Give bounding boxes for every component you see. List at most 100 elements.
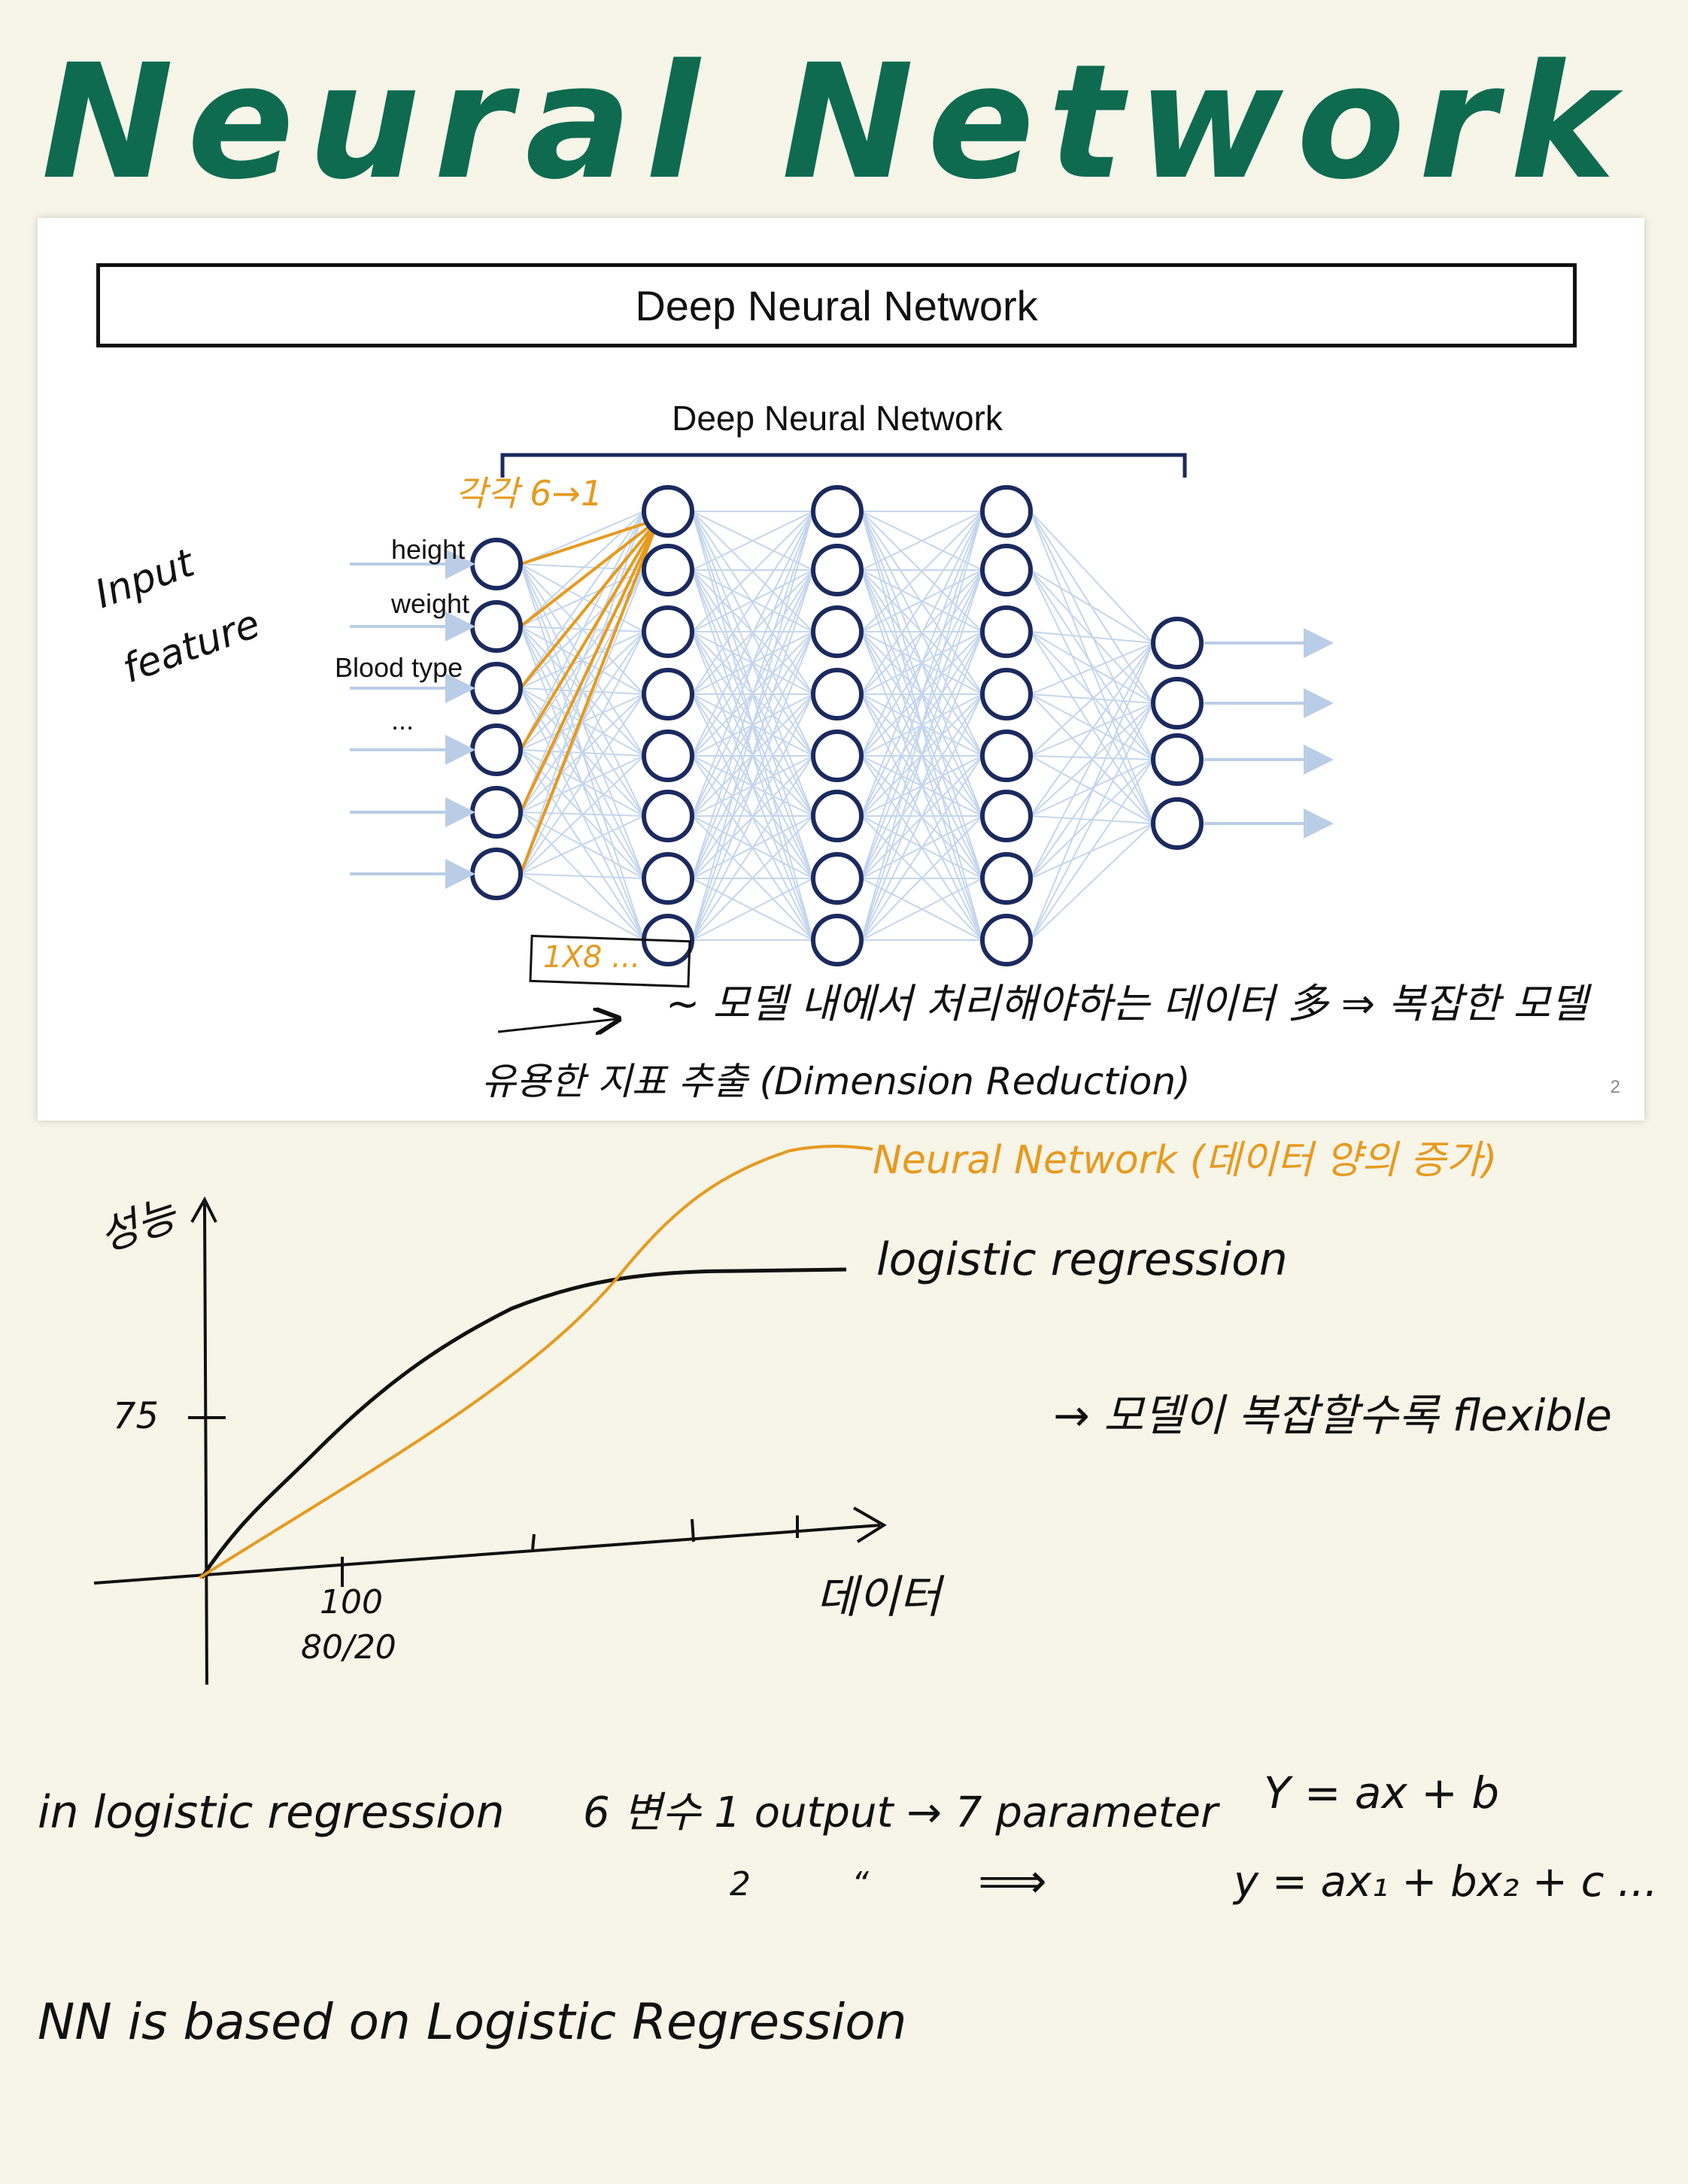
node-layer2-0 [811, 485, 864, 538]
edge-3-7-3 [1030, 823, 1154, 941]
edge-2-5-0 [861, 511, 983, 817]
edge-3-2-2 [1030, 631, 1154, 760]
graph-lr-label: logistic regression [876, 1233, 1288, 1286]
node-layer2-4 [811, 730, 864, 782]
node-layer3-6 [980, 852, 1033, 905]
note-complex-model: ~ 모델 내에서 처리해야하는 데이터 多 ⇒ 복잡한 모델 [666, 980, 1588, 1027]
graph-flexible-note: → 모델이 복잡할수록 flexible [1053, 1390, 1612, 1441]
edge-3-1-3 [1030, 569, 1154, 824]
annotation-arrow [497, 1019, 617, 1032]
y-axis-arrowhead [190, 1196, 217, 1223]
edge-1-4-0 [691, 511, 814, 757]
edge-2-7-1 [861, 569, 983, 941]
diagram-label: Deep Neural Network [672, 399, 1003, 438]
edge-2-4-0 [861, 511, 983, 757]
node-layer0-1 [470, 600, 523, 653]
graph-nn-label: Neural Network (데이터 양의 증가) [873, 1138, 1498, 1183]
highlight-edge-4 [519, 518, 660, 813]
edge-2-7-0 [861, 511, 983, 941]
slide-page-number: 2 [1610, 1077, 1620, 1097]
slide-header: Deep Neural Network [96, 263, 1577, 347]
bottom-line1-c: Y = ax + b [1264, 1767, 1500, 1818]
node-layer4-1 [1151, 677, 1204, 730]
note-1x8: 1X8 ... [543, 940, 641, 975]
x-tick-2 [531, 1533, 536, 1550]
edge-2-1-0 [861, 511, 983, 571]
edge-0-5-6 [520, 873, 645, 879]
node-layer1-1 [642, 544, 694, 596]
input-label-ellipsis: ... [391, 705, 414, 736]
bottom-line2-a: 2 “ [730, 1865, 914, 1903]
graph-x-tick-label-1: 100 [320, 1583, 383, 1621]
node-layer1-4 [642, 730, 694, 782]
edge-3-7-1 [1030, 702, 1154, 941]
y-axis [203, 1203, 208, 1685]
node-layer0-2 [470, 662, 523, 714]
edge-1-7-5 [691, 815, 814, 941]
edge-3-3-0 [1030, 642, 1154, 695]
node-layer3-5 [980, 790, 1033, 842]
edge-0-2-0 [520, 511, 645, 689]
edge-0-5-3 [520, 693, 645, 875]
node-layer4-0 [1151, 617, 1204, 669]
edge-3-7-0 [1030, 642, 1154, 941]
edge-3-0-0 [1030, 511, 1154, 644]
input-label-weight: weight [390, 588, 469, 619]
node-layer1-3 [642, 668, 694, 720]
node-layer1-5 [642, 790, 694, 842]
x-axis-arrowhead [853, 1506, 887, 1543]
edge-3-4-0 [1030, 642, 1154, 757]
edge-3-6-2 [1030, 759, 1154, 879]
node-layer2-7 [811, 914, 864, 966]
input-label-height: height [391, 534, 465, 565]
edge-3-4-2 [1030, 755, 1154, 760]
node-layer2-5 [811, 790, 864, 842]
node-layer1-6 [642, 852, 694, 905]
x-axis [93, 1524, 881, 1585]
edge-3-5-2 [1030, 759, 1154, 817]
node-layer3-0 [980, 485, 1033, 538]
edge-3-0-2 [1030, 511, 1154, 760]
highlight-edge-2 [519, 517, 660, 690]
graph-ylabel: 성능 [93, 1191, 183, 1262]
graph-x-tick-label-2: 80/20 [301, 1628, 396, 1667]
edge-1-7-3 [691, 693, 814, 941]
edge-0-5-0 [520, 511, 645, 875]
edge-1-7-2 [691, 631, 814, 941]
edge-2-7-3 [861, 693, 983, 941]
edge-2-7-4 [861, 755, 983, 941]
edge-2-7-2 [861, 631, 983, 941]
edge-0-0-1 [520, 563, 645, 571]
node-layer2-6 [811, 852, 864, 905]
node-layer0-5 [470, 848, 523, 900]
highlight-edge-1 [519, 517, 660, 628]
highlight-edge-5 [519, 518, 660, 875]
edge-1-5-0 [691, 511, 814, 817]
node-layer4-2 [1151, 733, 1204, 786]
edge-1-7-4 [691, 755, 814, 941]
edge-0-5-4 [520, 755, 645, 875]
node-layer3-1 [980, 544, 1033, 596]
edge-3-7-2 [1030, 759, 1154, 941]
highlight-edge-0 [520, 517, 660, 566]
edge-2-7-6 [861, 878, 983, 941]
edge-3-6-0 [1030, 642, 1154, 879]
edge-0-0-0 [520, 511, 645, 565]
node-layer3-4 [980, 730, 1033, 782]
layer-bracket [500, 453, 1187, 478]
edge-1-7-0 [691, 511, 814, 941]
slide-image: Deep Neural Network Deep Neural Network … [38, 218, 1644, 1121]
bottom-line2-b: ⟹ [978, 1854, 1047, 1909]
graph-y-tick-label: 75 [113, 1395, 159, 1437]
edge-3-3-2 [1030, 693, 1154, 760]
graph-xlabel: 데이터 [816, 1571, 941, 1624]
edge-3-2-0 [1030, 631, 1154, 644]
node-layer4-3 [1151, 797, 1204, 850]
edge-2-7-5 [861, 815, 983, 941]
bottom-line1-a: in logistic regression [38, 1786, 505, 1839]
note-each-6-to-1: 각각 6→1 [455, 473, 603, 514]
edge-3-1-2 [1030, 569, 1154, 760]
node-layer2-2 [811, 605, 864, 658]
note-dimension-reduction: 유용한 지표 추출 (Dimension Reduction) [481, 1060, 1191, 1103]
node-layer2-3 [811, 668, 864, 720]
